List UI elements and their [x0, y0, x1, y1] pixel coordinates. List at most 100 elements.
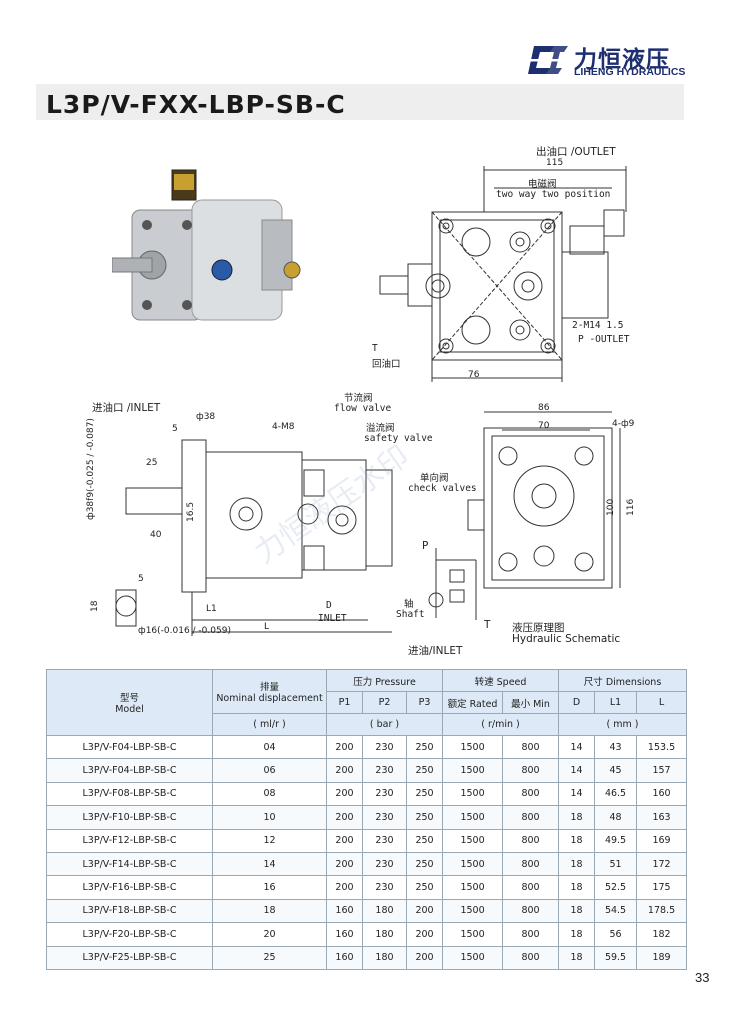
dim-115: 115: [546, 158, 564, 168]
cell-l1: 48: [594, 805, 638, 830]
cell-p1: 200: [326, 828, 363, 853]
cell-l: 175: [636, 875, 688, 900]
cell-model: L3P/V-F20-LBP-SB-C: [46, 922, 213, 947]
schematic-title-en: Hydraulic Schematic: [512, 633, 621, 645]
page-title: L3P/V-FXX-LBP-SB-C: [46, 90, 346, 119]
cell-rated: 1500: [442, 734, 504, 760]
cell-d: 18: [558, 898, 596, 924]
t-label: T: [372, 343, 378, 354]
cell-min: 800: [502, 781, 560, 807]
schematic-inlet: 进油/INLET: [408, 645, 463, 657]
cell-disp: 12: [212, 828, 327, 853]
cell-d: 18: [558, 851, 596, 877]
cell-model: L3P/V-F04-LBP-SB-C: [46, 758, 213, 783]
cell-rated: 1500: [442, 875, 504, 900]
cell-p2: 230: [362, 781, 407, 807]
cell-l1: 52.5: [594, 875, 638, 900]
technical-drawings: [115, 166, 627, 636]
cell-rated: 1500: [442, 922, 504, 947]
cell-l1: 56: [594, 922, 638, 947]
cell-p1: 200: [326, 875, 363, 900]
dim-25: 25: [146, 458, 158, 468]
cell-model: L3P/V-F14-LBP-SB-C: [46, 851, 213, 877]
brand-name-en: LIHENG HYDRAULICS: [574, 66, 686, 78]
header-p1: P1: [326, 691, 363, 714]
schematic-shaft-en: Shaft: [396, 609, 425, 620]
cell-d: 14: [558, 781, 596, 807]
cell-p1: 200: [326, 805, 363, 830]
dim-4-9: 4-ф9: [612, 419, 635, 429]
return-port-label: 回油口: [372, 359, 401, 370]
cell-l: 178.5: [636, 898, 688, 924]
cell-p2: 230: [362, 851, 407, 877]
cell-model: L3P/V-F12-LBP-SB-C: [46, 828, 213, 853]
cell-d: 14: [558, 734, 596, 760]
cell-p2: 180: [362, 898, 407, 924]
title-bar: [36, 84, 684, 120]
relief-cn: 溢流阀: [366, 423, 395, 434]
header-p2: P2: [362, 691, 407, 714]
cell-d: 18: [558, 945, 596, 970]
relief-en: safety valve: [364, 433, 433, 444]
cell-min: 800: [502, 734, 560, 760]
cell-l: 157: [636, 758, 688, 783]
dim-40: 40: [150, 530, 162, 540]
schematic-p: P: [422, 540, 429, 552]
cell-l1: 49.5: [594, 828, 638, 853]
cell-p2: 180: [362, 922, 407, 947]
header-pressure: 压力 Pressure: [325, 669, 444, 692]
cell-l: 182: [636, 922, 688, 947]
dim-5: 5: [172, 424, 178, 434]
dim-16-tolerance: ф16(-0.016 / -0.059): [138, 626, 231, 636]
header-min: 最小 Min: [502, 691, 560, 714]
cell-p2: 230: [362, 828, 407, 853]
dim-38-tolerance: ф38f9(-0.025 / -0.087): [86, 418, 96, 520]
cell-p2: 180: [362, 945, 407, 970]
outlet-label: 出油口 /OUTLET: [536, 146, 616, 158]
cell-disp: 10: [212, 805, 327, 830]
cell-p3: 200: [405, 898, 444, 924]
dim-l1: L1: [206, 604, 217, 614]
cell-disp: 08: [212, 781, 327, 807]
cell-l1: 59.5: [594, 945, 638, 970]
cell-rated: 1500: [442, 758, 504, 783]
cell-p3: 250: [405, 851, 444, 877]
cell-d: 18: [558, 805, 596, 830]
header-dimensions: 尺寸 Dimensions: [558, 669, 688, 692]
header-rated: 额定 Rated: [442, 691, 504, 714]
dim-38: ф38: [196, 412, 216, 422]
cell-l: 160: [636, 781, 688, 807]
cell-p2: 230: [362, 758, 407, 783]
cell-p3: 200: [405, 945, 444, 970]
cell-min: 800: [502, 922, 560, 947]
cell-l: 153.5: [636, 734, 688, 760]
liheng-logo-icon: [528, 46, 568, 74]
cell-disp: 04: [212, 734, 327, 760]
cell-model: L3P/V-F10-LBP-SB-C: [46, 805, 213, 830]
cell-p3: 250: [405, 758, 444, 783]
cell-disp: 18: [212, 898, 327, 924]
header-p3: P3: [405, 691, 444, 714]
cell-l: 163: [636, 805, 688, 830]
cell-l: 169: [636, 828, 688, 853]
cell-p1: 160: [326, 898, 363, 924]
check-en: check valves: [408, 483, 477, 494]
dim-86: 86: [538, 403, 550, 413]
dim-76: 76: [468, 370, 480, 380]
cell-p3: 250: [405, 875, 444, 900]
dim-116: 116: [626, 498, 636, 516]
cell-min: 800: [502, 758, 560, 783]
cell-rated: 1500: [442, 945, 504, 970]
solenoid-cn: 电磁阀: [528, 179, 557, 190]
inlet-port-label: INLET: [318, 613, 347, 624]
